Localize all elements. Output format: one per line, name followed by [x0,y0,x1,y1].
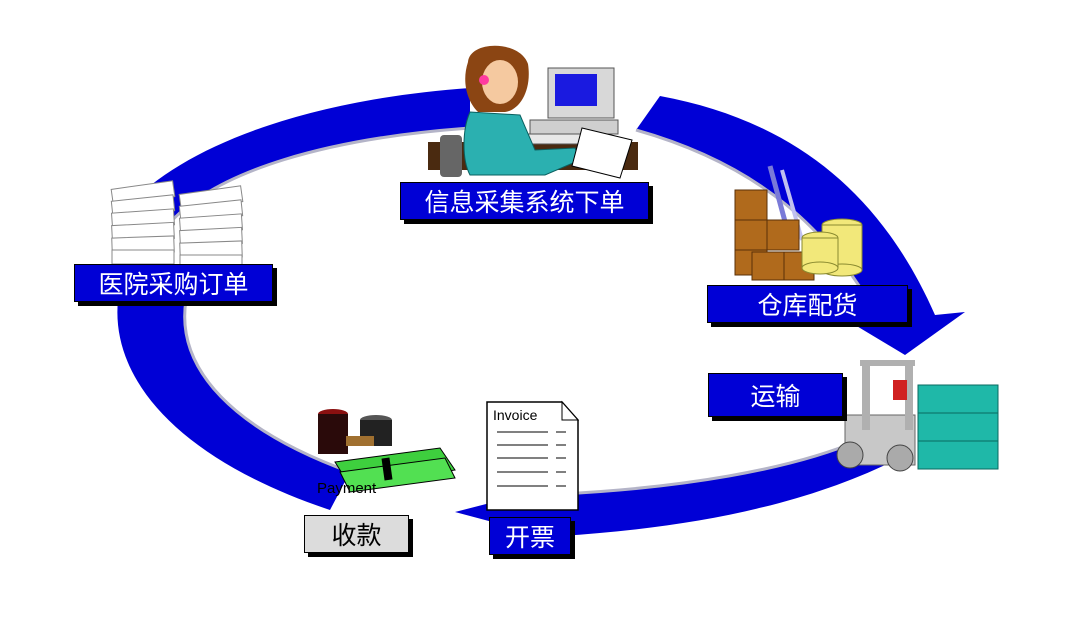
payment-money-icon [318,409,456,493]
payment-text: Payment [317,480,377,497]
step-hospital-order: 医院采购订单 [74,264,273,302]
warehouse-boxes-icon [734,165,863,281]
arrow-segment-left [117,300,350,510]
operator-computer-icon [428,45,638,179]
step-collect: 收款 [304,515,409,553]
step-transport: 运输 [708,373,843,417]
step-invoice: 开票 [489,517,571,555]
forklift-icon [836,360,999,472]
invoice-document-text: Invoice [493,407,538,423]
arrow-segment-bottom-right [455,440,905,540]
order-forms-icon [110,180,244,268]
invoice-document-icon [486,400,580,511]
step-order-system: 信息采集系统下单 [400,182,649,220]
step-warehouse: 仓库配货 [707,285,908,323]
